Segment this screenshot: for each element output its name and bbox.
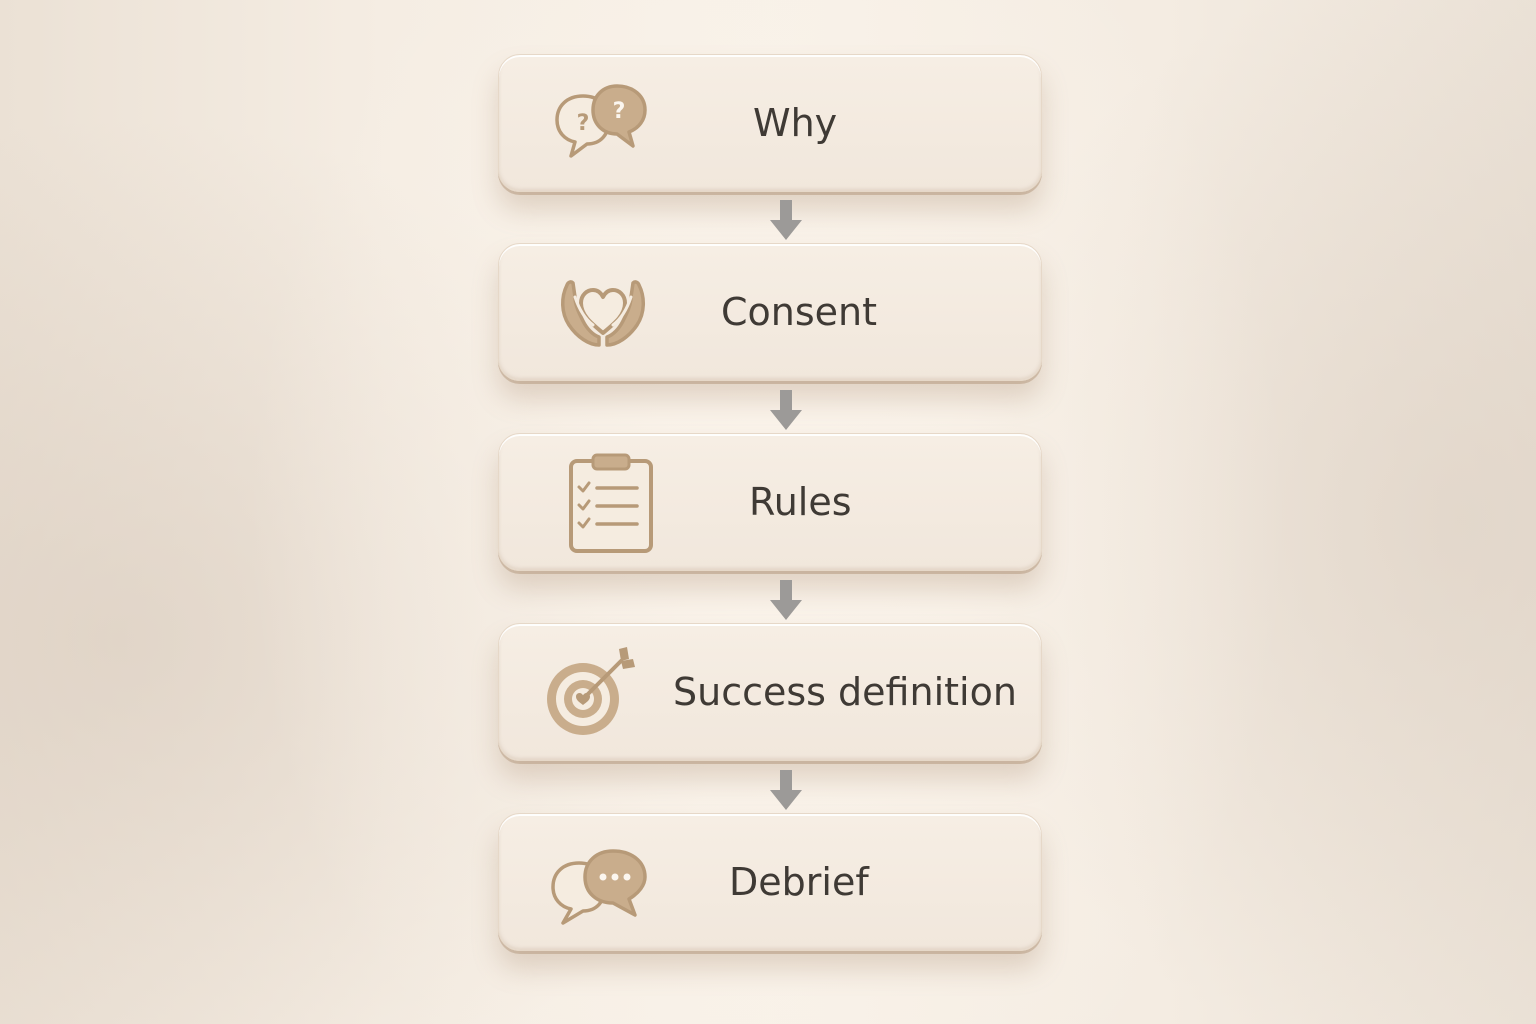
heart-hands-icon [553, 263, 653, 363]
step-card-debrief[interactable]: Debrief [498, 813, 1042, 951]
arrow-down-icon [768, 768, 804, 812]
step-label: Success definition [673, 670, 1017, 714]
arrow-down-icon [768, 198, 804, 242]
svg-text:?: ? [577, 111, 590, 136]
chat-bubbles-icon [547, 833, 647, 933]
step-card-rules[interactable]: Rules [498, 433, 1042, 571]
step-label: Debrief [729, 860, 869, 904]
checklist-clipboard-icon [561, 453, 661, 553]
step-label: Rules [749, 480, 852, 524]
arrow-down-icon [768, 388, 804, 432]
step-card-consent[interactable]: Consent [498, 243, 1042, 381]
arrow-down-icon [768, 578, 804, 622]
step-card-success-definition[interactable]: Success definition [498, 623, 1042, 761]
step-label: Why [753, 101, 838, 145]
svg-text:?: ? [613, 99, 626, 124]
step-label: Consent [721, 290, 878, 334]
target-arrow-icon [537, 643, 637, 743]
question-bubbles-icon: ? ? [549, 74, 649, 174]
step-card-why[interactable]: ? ? Why [498, 54, 1042, 192]
